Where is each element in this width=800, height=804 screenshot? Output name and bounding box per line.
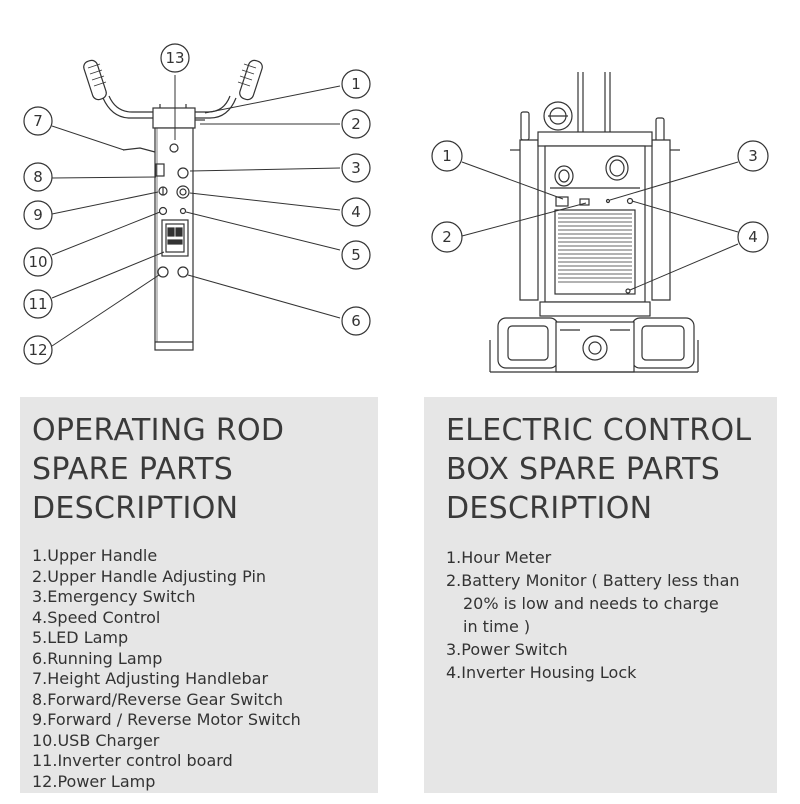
left-callouts: 13 1 2 3 4 5 6 7 8 9 10 11 12 xyxy=(23,43,371,365)
item-text: 4.Inverter Housing Lock xyxy=(446,663,637,682)
list-item: 4.Speed Control xyxy=(32,607,161,627)
callout-10: 10 xyxy=(23,247,53,277)
callout-4: 4 xyxy=(341,197,371,227)
electric-box-panel: ELECTRIC CONTROL BOX SPARE PARTS DESCRIP… xyxy=(424,397,777,793)
item-continuation: 20% is low and needs to charge xyxy=(463,594,719,613)
svg-text:3: 3 xyxy=(748,147,758,165)
svg-text:8: 8 xyxy=(33,168,43,186)
callout-box-2: 2 xyxy=(431,221,463,253)
operating-rod-list: 1.Upper Handle 2.Upper Handle Adjusting … xyxy=(32,546,366,792)
callout-7: 7 xyxy=(23,106,53,136)
list-item: 7.Height Adjusting Handlebar xyxy=(32,669,269,688)
callout-2: 2 xyxy=(341,109,371,139)
item-text: 3.Power Switch xyxy=(446,640,568,659)
list-item: 9.Forward / Reverse Motor Switch xyxy=(32,710,301,729)
svg-text:4: 4 xyxy=(748,228,758,246)
title-line: OPERATING ROD xyxy=(32,413,285,448)
title-line: SPARE PARTS xyxy=(32,452,234,487)
title-line: BOX SPARE PARTS xyxy=(446,452,721,487)
svg-text:6: 6 xyxy=(351,312,361,330)
electric-box-list: 1.Hour Meter 2.Battery Monitor ( Battery… xyxy=(446,546,765,684)
title-line: DESCRIPTION xyxy=(32,491,239,526)
svg-text:1: 1 xyxy=(351,75,361,93)
svg-text:11: 11 xyxy=(28,295,47,313)
svg-text:12: 12 xyxy=(28,341,47,359)
item-text: 1.Hour Meter xyxy=(446,548,552,567)
svg-text:1: 1 xyxy=(442,147,452,165)
callout-9: 9 xyxy=(23,200,53,230)
title-line: DESCRIPTION xyxy=(446,491,653,526)
svg-text:5: 5 xyxy=(351,246,361,264)
svg-text:2: 2 xyxy=(442,228,452,246)
list-item: 2.Battery Monitor ( Battery less than 20… xyxy=(446,569,765,638)
list-item: 10.USB Charger xyxy=(32,730,160,750)
left-leader-lines xyxy=(51,75,341,347)
operating-rod-title: OPERATING ROD SPARE PARTS DESCRIPTION xyxy=(32,411,366,528)
parts-diagram: 13 1 2 3 4 5 6 7 8 9 10 11 12 xyxy=(0,0,800,395)
callout-11: 11 xyxy=(23,289,53,319)
callout-12: 12 xyxy=(23,335,53,365)
callout-8: 8 xyxy=(23,162,53,192)
list-item: 4.Inverter Housing Lock xyxy=(446,661,765,684)
svg-text:10: 10 xyxy=(28,253,47,271)
svg-text:3: 3 xyxy=(351,159,361,177)
list-item: 1.Upper Handle xyxy=(32,546,158,565)
list-item: 6.Running Lamp xyxy=(32,648,163,668)
control-box-drawing xyxy=(489,72,699,373)
callout-3: 3 xyxy=(341,153,371,183)
item-text: 2.Battery Monitor ( Battery less than xyxy=(446,571,740,590)
callout-box-4: 4 xyxy=(737,221,769,253)
list-item: 3.Emergency Switch xyxy=(32,587,196,606)
list-item: 12.Power Lamp xyxy=(32,771,156,791)
list-item: 8.Forward/Reverse Gear Switch xyxy=(32,689,284,709)
operating-rod-panel: OPERATING ROD SPARE PARTS DESCRIPTION 1.… xyxy=(20,397,378,793)
callout-6: 6 xyxy=(341,306,371,336)
callout-1: 1 xyxy=(341,69,371,99)
svg-text:13: 13 xyxy=(165,49,184,67)
right-leader-lines xyxy=(461,161,739,291)
callout-13: 13 xyxy=(160,43,190,73)
svg-text:9: 9 xyxy=(33,206,43,224)
callout-5: 5 xyxy=(341,240,371,270)
item-continuation: in time ) xyxy=(463,617,531,636)
svg-text:2: 2 xyxy=(351,115,361,133)
list-item: 5.LED Lamp xyxy=(32,628,129,647)
list-item: 1.Hour Meter xyxy=(446,546,765,569)
operating-rod-drawing xyxy=(83,59,263,351)
callout-box-1: 1 xyxy=(431,140,463,172)
svg-text:4: 4 xyxy=(351,203,361,221)
list-item: 3.Power Switch xyxy=(446,638,765,661)
electric-box-title: ELECTRIC CONTROL BOX SPARE PARTS DESCRIP… xyxy=(446,411,765,528)
list-item: 11.Inverter control board xyxy=(32,751,233,770)
list-item: 2.Upper Handle Adjusting Pin xyxy=(32,566,267,586)
title-line: ELECTRIC CONTROL xyxy=(446,413,752,448)
svg-text:7: 7 xyxy=(33,112,43,130)
callout-box-3: 3 xyxy=(737,140,769,172)
right-callouts: 1 2 3 4 xyxy=(431,140,769,253)
